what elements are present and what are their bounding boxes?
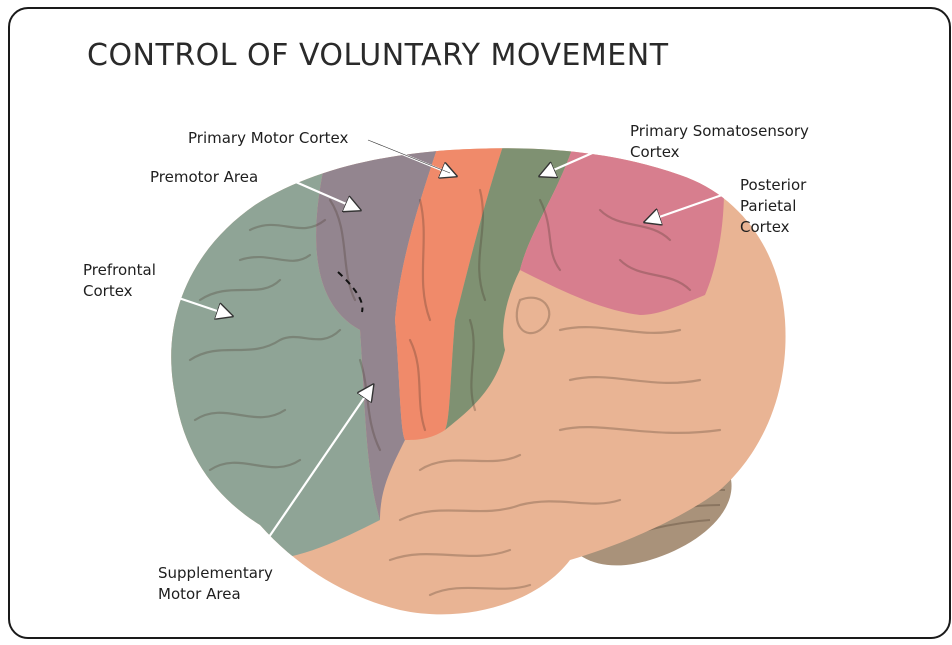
label-supplementary-motor-area: Supplementary Motor Area bbox=[158, 563, 273, 605]
label-line: Cortex bbox=[740, 217, 806, 238]
label-line: Parietal bbox=[740, 196, 806, 217]
label-line: Supplementary bbox=[158, 563, 273, 584]
label-line: Posterior bbox=[740, 175, 806, 196]
label-prefrontal-cortex: Prefrontal Cortex bbox=[83, 260, 156, 302]
label-line: Primary Somatosensory bbox=[630, 121, 809, 142]
label-line: Prefrontal bbox=[83, 260, 156, 281]
label-premotor-area: Premotor Area bbox=[150, 167, 258, 188]
label-primary-somatosensory-cortex: Primary Somatosensory Cortex bbox=[630, 121, 809, 163]
page-title: CONTROL OF VOLUNTARY MOVEMENT bbox=[87, 38, 669, 73]
label-line: Cortex bbox=[630, 142, 809, 163]
label-line: Motor Area bbox=[158, 584, 273, 605]
label-posterior-parietal-cortex: Posterior Parietal Cortex bbox=[740, 175, 806, 238]
label-primary-motor-cortex: Primary Motor Cortex bbox=[188, 128, 348, 149]
label-line: Cortex bbox=[83, 281, 156, 302]
